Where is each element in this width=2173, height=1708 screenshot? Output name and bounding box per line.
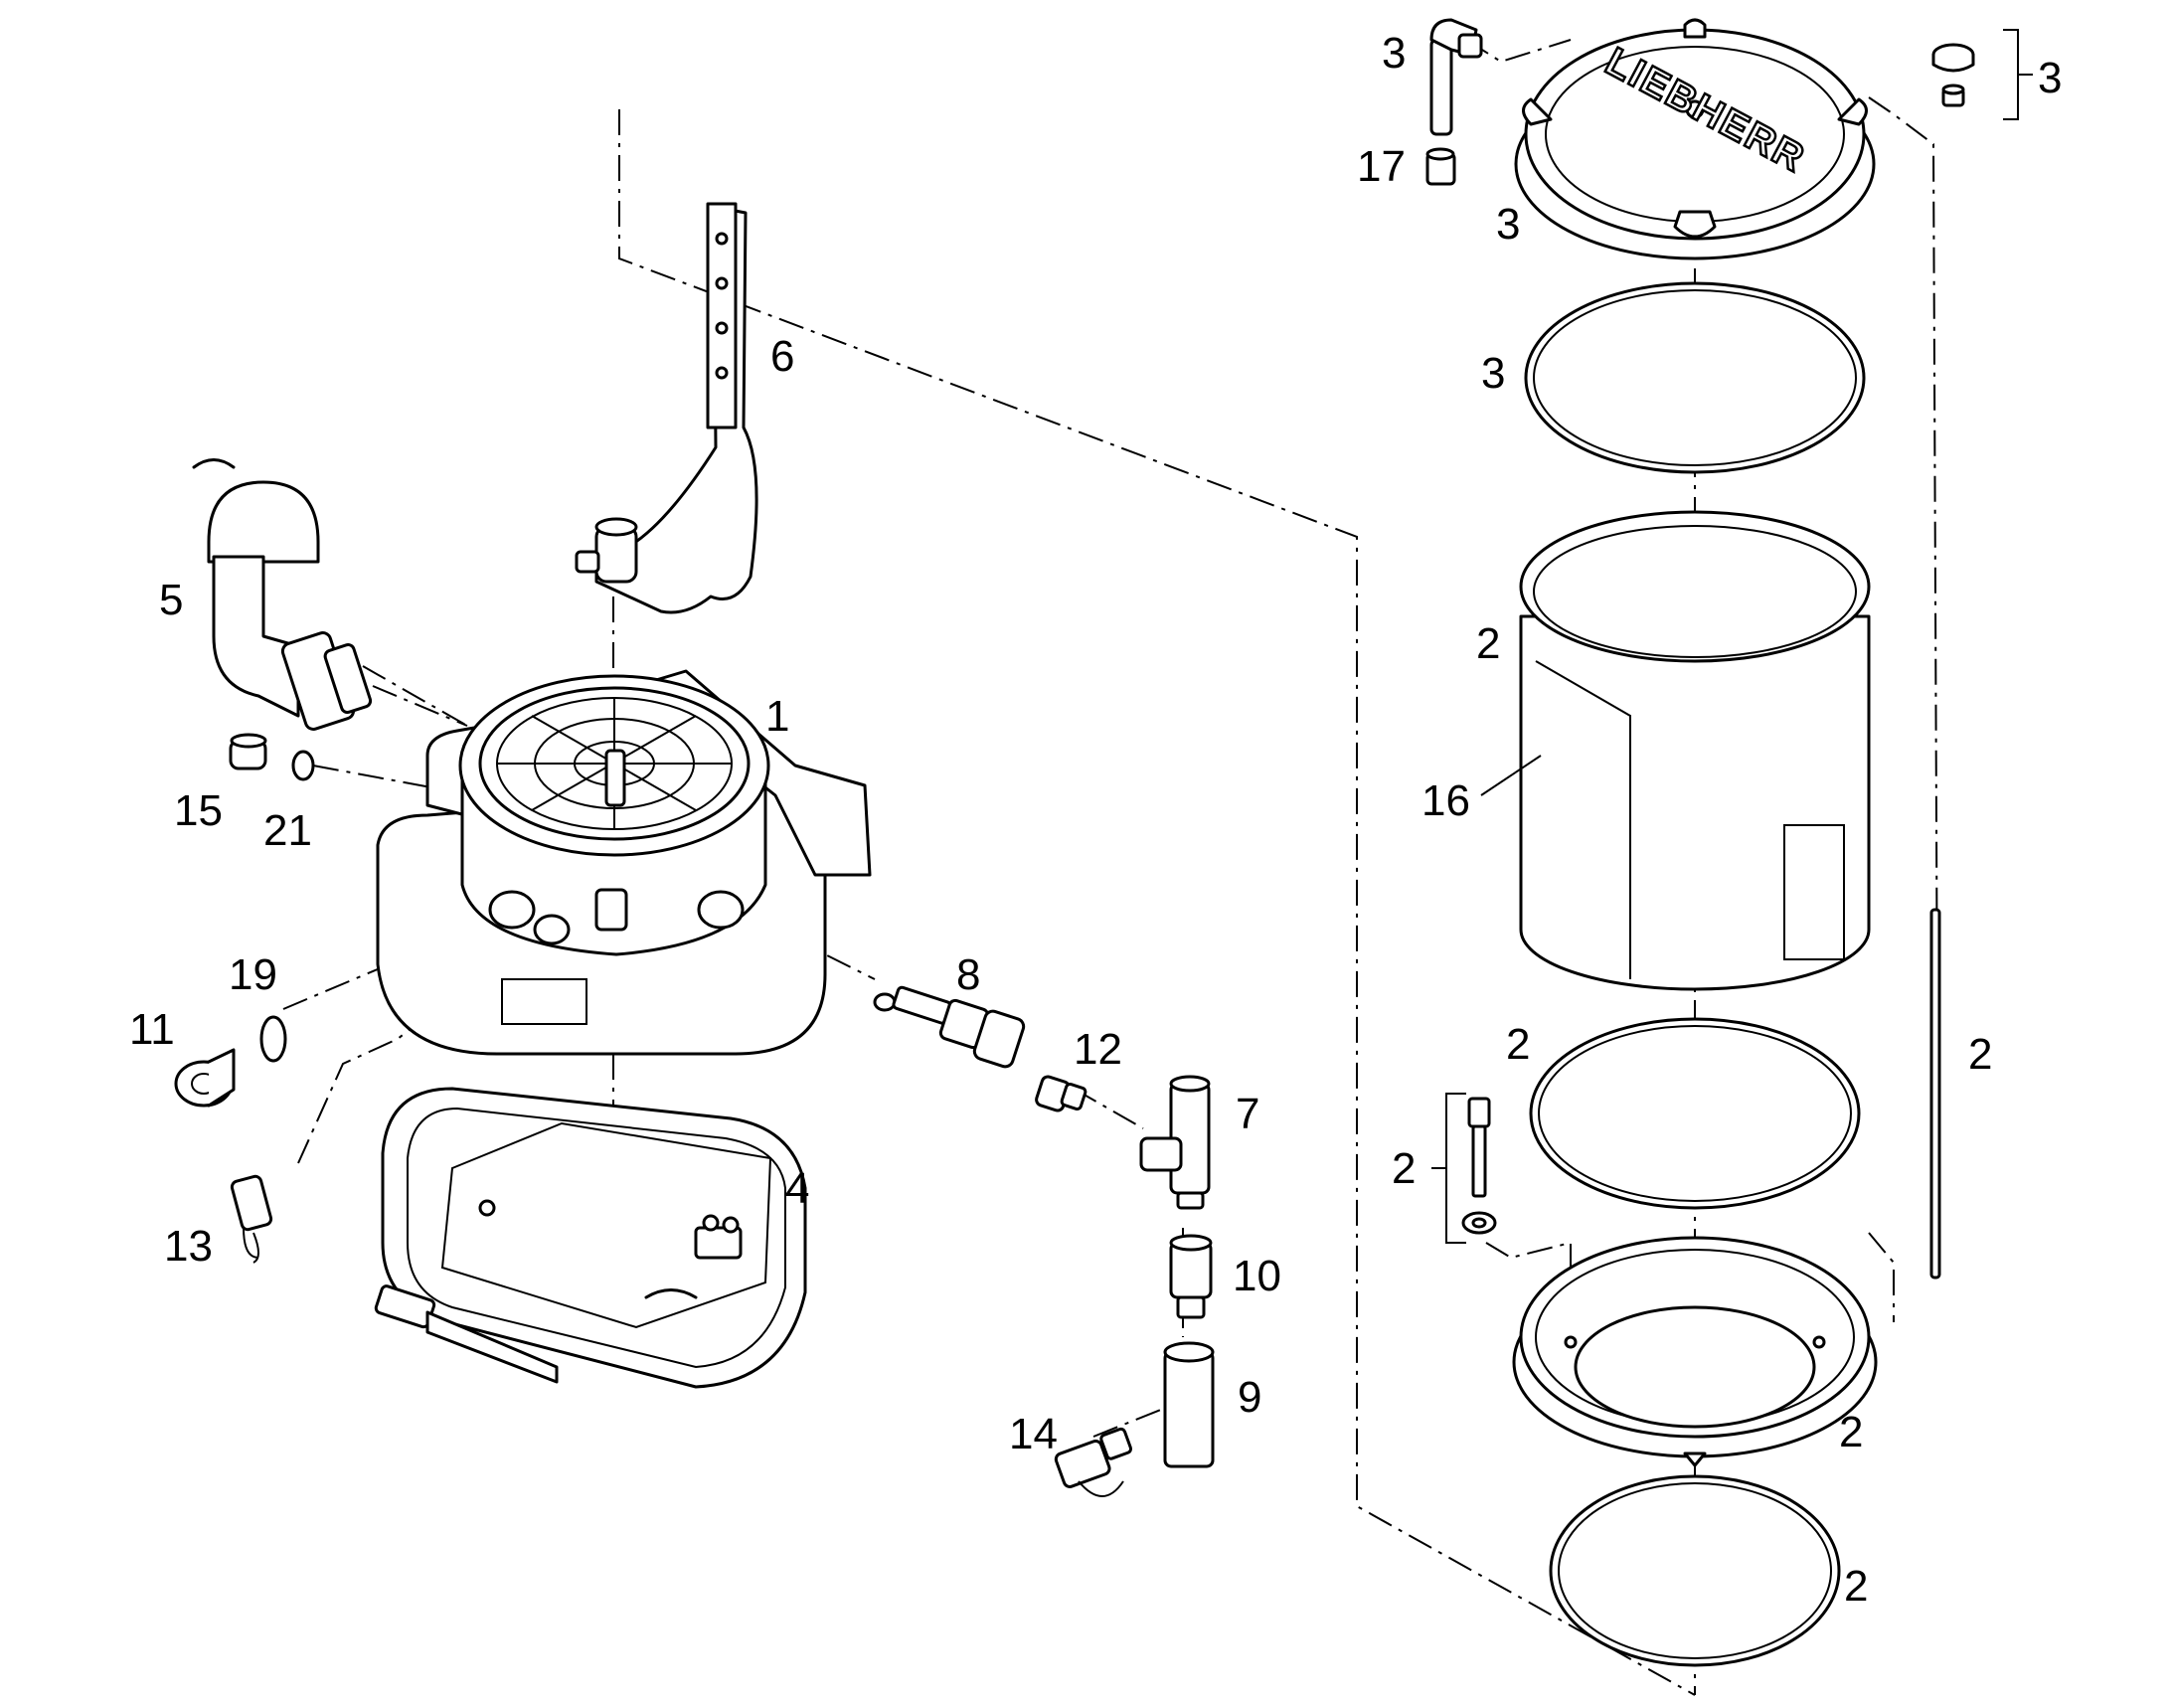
callout-17: 17 bbox=[1357, 142, 1406, 191]
base-ring bbox=[1512, 1236, 1878, 1467]
o-ring-bottom bbox=[1549, 1474, 1841, 1667]
test-connector-13 bbox=[230, 1174, 273, 1264]
callout-6: 6 bbox=[770, 332, 794, 381]
angle-connector-5 bbox=[192, 458, 373, 731]
adapter-10 bbox=[1169, 1234, 1213, 1319]
leader-lines bbox=[1480, 755, 1542, 796]
callout-12: 12 bbox=[1074, 1025, 1122, 1074]
callout-2-base: 2 bbox=[1839, 1408, 1863, 1456]
callout-2-ring-a: 2 bbox=[1506, 1020, 1530, 1069]
callout-10: 10 bbox=[1233, 1252, 1281, 1300]
callout-4: 4 bbox=[785, 1164, 809, 1213]
callout-2-ring-c: 2 bbox=[1844, 1562, 1868, 1611]
container-cylinder bbox=[1519, 510, 1871, 991]
grease-nipple-elbow bbox=[1429, 18, 1483, 136]
callout-9: 9 bbox=[1238, 1373, 1261, 1422]
callout-3-elbow: 3 bbox=[1382, 29, 1406, 78]
pressure-valve-8 bbox=[873, 985, 1026, 1069]
o-ring-middle bbox=[1529, 1017, 1861, 1210]
callout-16: 16 bbox=[1421, 776, 1470, 825]
screw-washer bbox=[1461, 1097, 1497, 1235]
tee-piece-7 bbox=[1139, 1075, 1211, 1210]
cover-plate-4 bbox=[374, 1087, 807, 1389]
callout-13: 13 bbox=[164, 1222, 213, 1271]
o-ring-top bbox=[1524, 281, 1866, 474]
callout-14: 14 bbox=[1009, 1410, 1058, 1458]
pump-housing bbox=[376, 669, 872, 1056]
socket-9 bbox=[1163, 1341, 1215, 1468]
callout-5: 5 bbox=[159, 576, 183, 624]
cover-lid: LIEBHERR bbox=[1514, 18, 1876, 260]
plug-11 bbox=[174, 1048, 236, 1108]
callout-11: 11 bbox=[129, 1005, 175, 1054]
tie-rod bbox=[1929, 908, 1941, 1280]
callout-3-ring: 3 bbox=[1481, 349, 1505, 398]
plug-cap bbox=[1931, 43, 1975, 107]
callout-labels: 1 2 2 2 2 2 2 3 3 3 3 4 5 6 7 8 9 10 11 … bbox=[129, 29, 2062, 1611]
mounting-bracket bbox=[575, 202, 758, 614]
test-connector-14 bbox=[1054, 1427, 1133, 1497]
callout-19: 19 bbox=[229, 950, 277, 999]
callout-3-plug: 3 bbox=[2038, 54, 2062, 102]
callout-2-rod: 2 bbox=[1968, 1030, 1992, 1079]
callout-2-bushing: 2 bbox=[1476, 619, 1500, 668]
callout-8: 8 bbox=[956, 950, 980, 999]
callout-2-screw: 2 bbox=[1392, 1144, 1416, 1193]
callout-1: 1 bbox=[765, 692, 789, 741]
seal-ring-19 bbox=[259, 1015, 287, 1063]
callout-15: 15 bbox=[174, 786, 223, 835]
callout-7: 7 bbox=[1236, 1090, 1259, 1138]
callout-3-lid: 3 bbox=[1496, 200, 1520, 249]
callout-21: 21 bbox=[263, 806, 312, 855]
sleeve-17 bbox=[1425, 147, 1456, 186]
screw-union-12 bbox=[1035, 1075, 1087, 1112]
plug-15 bbox=[229, 733, 267, 770]
seal-ring-21 bbox=[291, 750, 315, 781]
